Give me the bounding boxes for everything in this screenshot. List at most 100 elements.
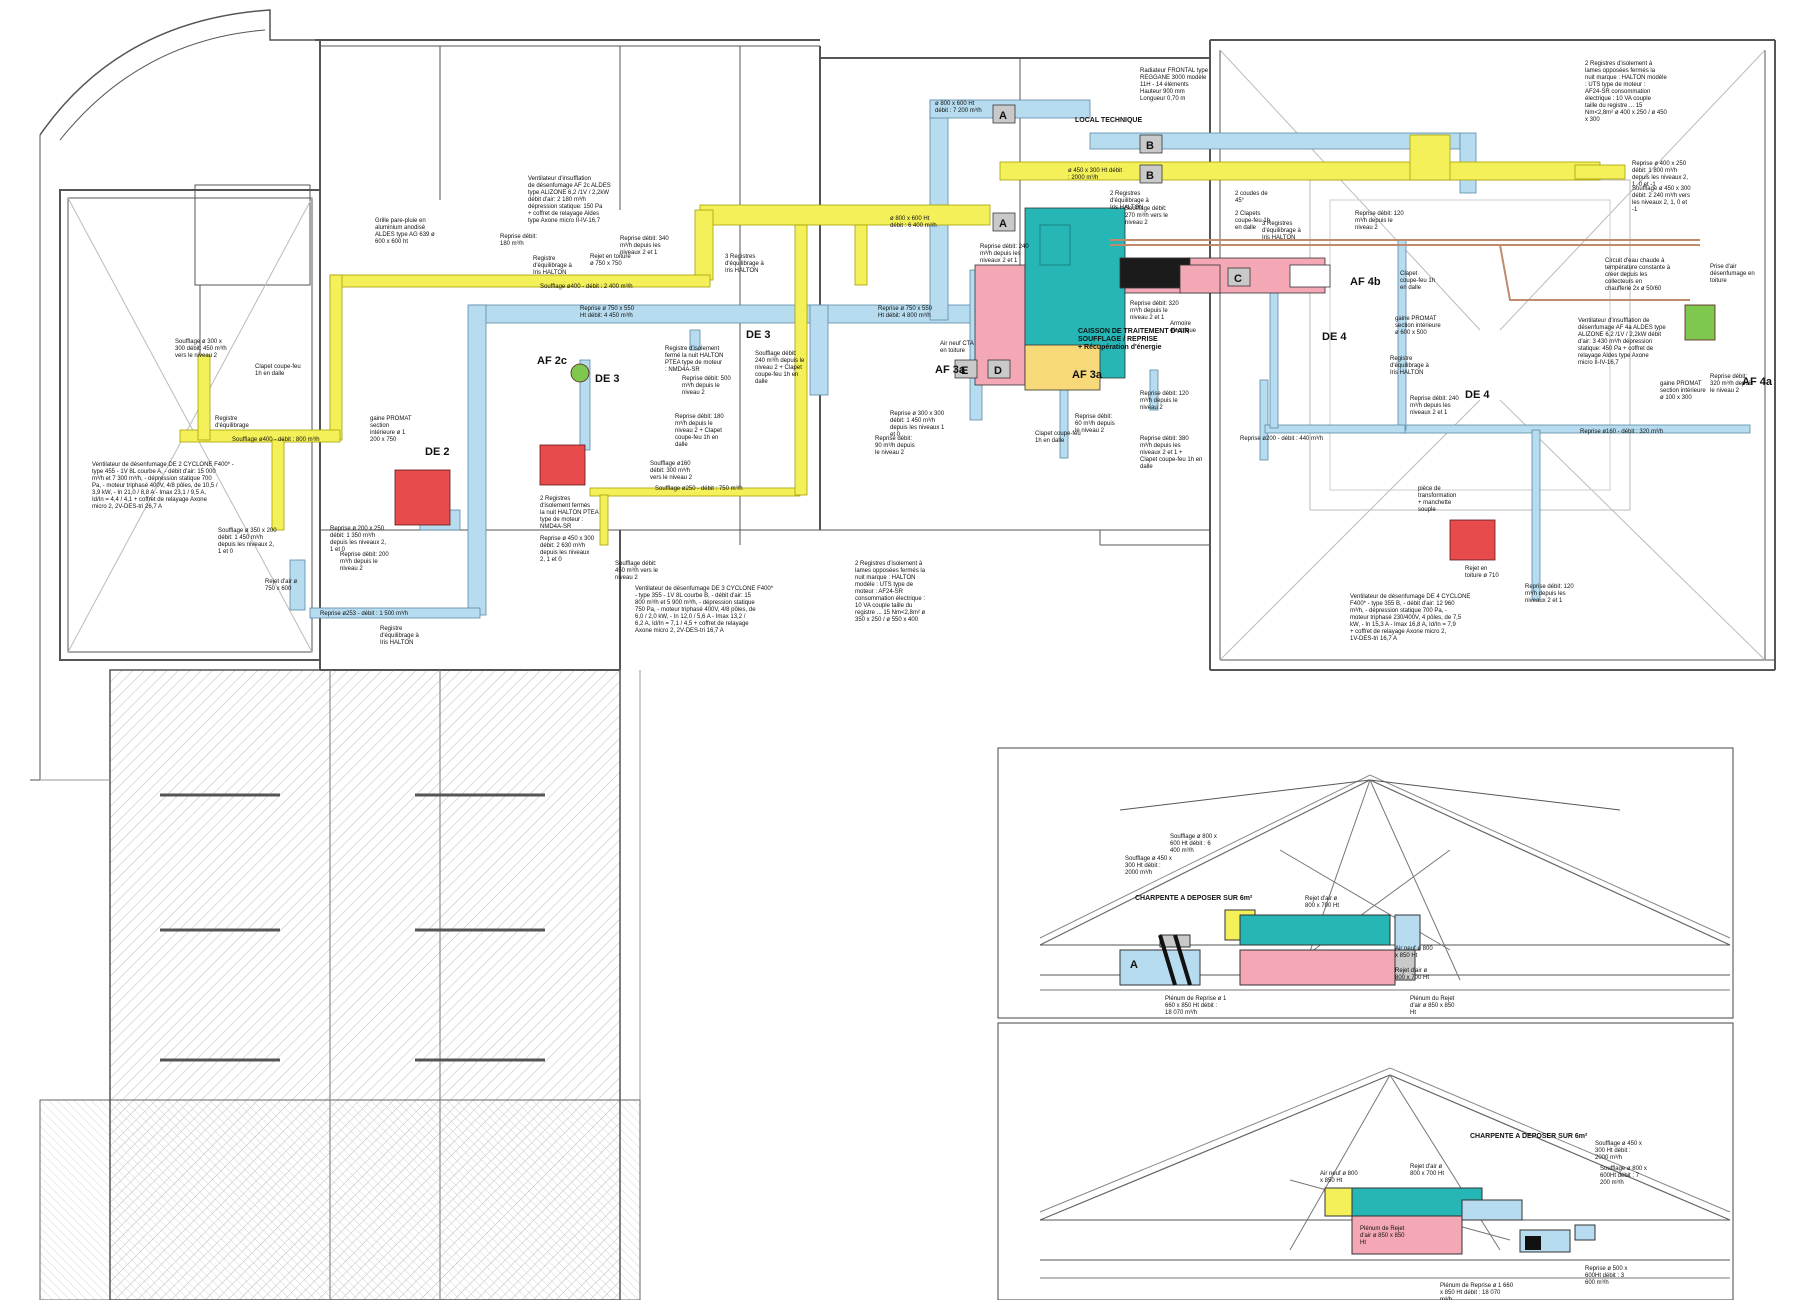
label-af4b: AF 4b (1350, 276, 1381, 288)
label-a1: A (999, 110, 1007, 122)
label-b1: B (1146, 140, 1154, 152)
label-caisson-title: CAISSON DE TRAITEMENT D'AIR (1078, 328, 1189, 335)
label-reprise-180: Reprise débit:180 m³/h (500, 234, 537, 247)
label-af3a: AF 3a (1072, 369, 1103, 381)
label-d: D (994, 365, 1002, 377)
label-de4b: DE 4 (1465, 389, 1490, 401)
fan-de3 (539, 444, 586, 486)
fan-af2c (570, 363, 590, 383)
text-layer: LOCAL TECHNIQUE CAISSON DE TRAITEMENT D'A… (92, 61, 1773, 1303)
label-charpente: CHARPENTE A DEPOSER SUR 6m² (1470, 1133, 1588, 1140)
section-view-top (997, 747, 1734, 1019)
label-souf-450: ø 450 x 300 Ht débit: 2000 m³/h (1068, 168, 1122, 181)
label-af2c: AF 2c (537, 355, 567, 367)
label-e: E (961, 365, 968, 377)
lower-floor-plan (39, 669, 641, 1301)
return-ducts (289, 99, 1751, 619)
air-handling-unit (974, 207, 1331, 391)
label-fan-de2: Ventilateur de désenfumage DE 2 CYCLONE … (92, 462, 234, 510)
label-de4a: DE 4 (1322, 331, 1347, 343)
hot-water-circuit (1110, 239, 1700, 301)
label-fan-de3: Ventilateur de désenfumage DE 3 CYCLONE … (635, 586, 774, 634)
smoke-fans (394, 304, 1716, 561)
label-reprise-160: Reprise ø160 - débit : 320 m³/h (1580, 429, 1663, 435)
fan-af4a (1684, 304, 1716, 341)
building-outline (30, 9, 1776, 781)
label-af3: AF 3a (935, 364, 966, 376)
label-a: A (1130, 959, 1138, 971)
label-c: C (1234, 273, 1242, 285)
label-b2: B (1146, 170, 1154, 182)
label-a2: A (999, 218, 1007, 230)
label-caisson-sub: SOUFFLAGE / REPRISE (1078, 336, 1158, 343)
label-local-technique: LOCAL TECHNIQUE (1075, 117, 1142, 124)
label-reprise-200b: Reprise ø200 - débit : 440 m³/h (1240, 436, 1323, 442)
section-view-bottom (997, 1022, 1734, 1301)
section-letters (954, 104, 1251, 379)
label-de3b: DE 3 (746, 329, 770, 341)
label-charpente: CHARPENTE A DEPOSER SUR 6m² (1135, 895, 1253, 902)
